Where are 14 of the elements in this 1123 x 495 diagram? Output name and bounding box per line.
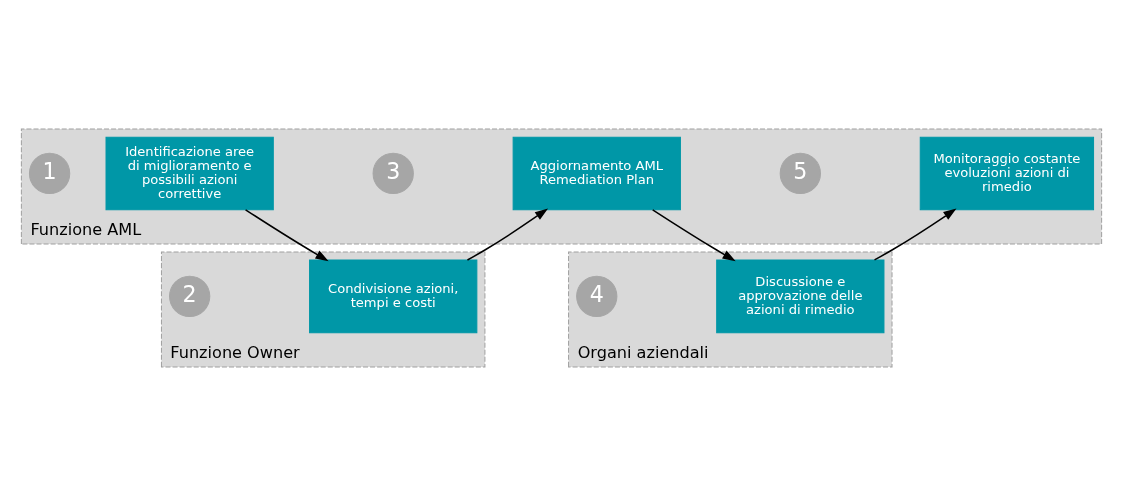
- node-circle: 5: [779, 152, 821, 194]
- node-box: Monitoraggio costante evoluzioni azioni di rimedio: [919, 136, 1095, 210]
- arrow: [651, 208, 736, 261]
- arrow: [244, 208, 329, 261]
- node-circle: 2: [169, 275, 211, 317]
- arrow: [466, 207, 549, 261]
- node-box: Aggiornamento AML Remediation Plan: [512, 136, 681, 210]
- node-box: Condivisione azioni, tempi e costi: [309, 259, 478, 333]
- node-circle: 4: [576, 275, 618, 317]
- node-circle: 1: [28, 152, 71, 194]
- node-circle: 3: [372, 152, 414, 194]
- node-box: Discussione e approvazione delle azioni di rimedio: [716, 259, 885, 333]
- node-box: Identificazione aree di miglioramento e possibili azioni correttive: [105, 136, 274, 210]
- arrow: [873, 208, 957, 261]
